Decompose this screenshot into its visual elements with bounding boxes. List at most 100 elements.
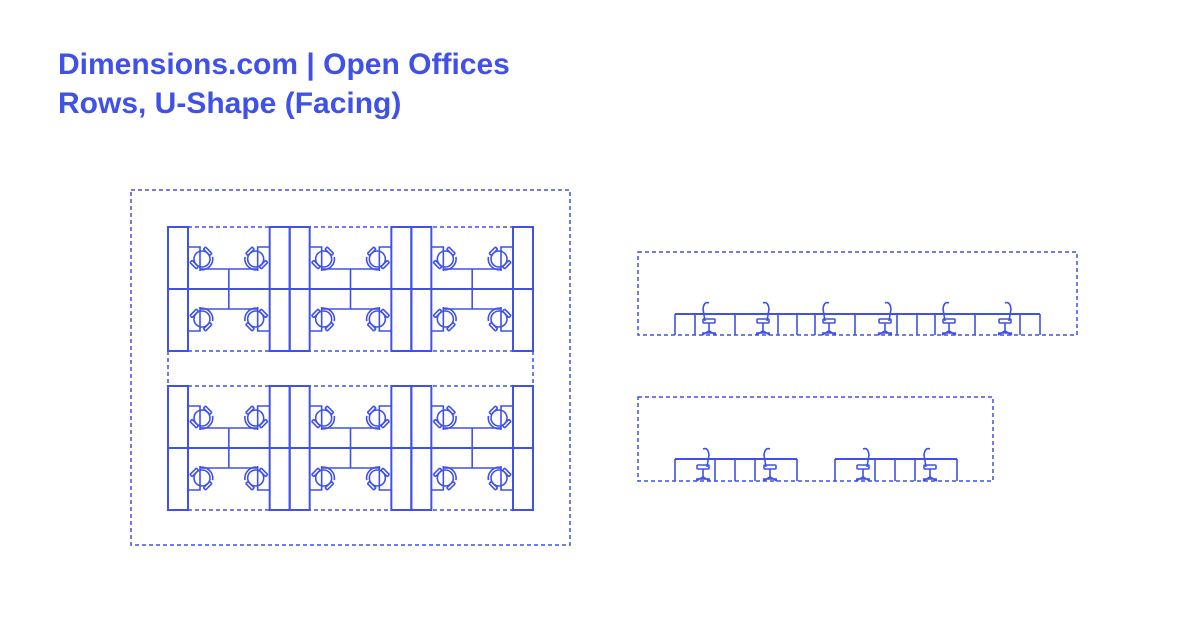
- office-block: [167, 226, 535, 352]
- chair-arm: [446, 322, 456, 332]
- chair-back: [702, 301, 710, 322]
- elevation-long: [637, 251, 1078, 336]
- chair-elevation-icon: [877, 301, 893, 336]
- workstation-unit: [167, 385, 291, 511]
- desk-edge: [256, 246, 270, 271]
- chair-arm: [324, 405, 334, 415]
- chair-back: [487, 307, 502, 322]
- chair-arm: [367, 405, 377, 415]
- chair-icon: [244, 246, 269, 271]
- chair-arm: [488, 322, 498, 332]
- chair-base: [922, 476, 938, 482]
- chair-arm: [311, 308, 321, 318]
- chair-icon: [365, 307, 390, 332]
- chair-base: [695, 476, 711, 482]
- chair-back: [487, 466, 502, 481]
- chair-base: [877, 330, 893, 336]
- chair-arm: [502, 260, 512, 270]
- chair-arm: [432, 260, 443, 270]
- chair-icon: [189, 405, 214, 430]
- chair-back: [822, 301, 830, 322]
- desk-edge: [309, 307, 323, 332]
- chair-arm: [203, 405, 213, 415]
- chair-elevation-icon: [997, 301, 1013, 336]
- desk-edge: [378, 466, 392, 491]
- chair-back: [1004, 301, 1012, 322]
- chair-arm: [380, 467, 390, 477]
- chair-arm: [380, 260, 390, 270]
- chair-back: [487, 256, 502, 271]
- chair-icon: [365, 246, 390, 271]
- chair-back: [365, 415, 380, 430]
- elevation-long-boundary: [637, 251, 1078, 336]
- desk-edge: [378, 307, 392, 332]
- chair-back: [884, 301, 892, 322]
- chair-icon: [189, 307, 214, 332]
- chair-icon: [487, 246, 512, 271]
- chair-back: [487, 415, 502, 430]
- chair-arm: [488, 405, 498, 415]
- desk-edge: [309, 246, 323, 271]
- chair-back: [199, 307, 214, 322]
- chair-icon: [487, 466, 512, 491]
- chair-arm: [432, 308, 443, 318]
- chair-arm: [324, 481, 334, 491]
- chair-icon: [189, 466, 214, 491]
- chair-back: [199, 415, 214, 430]
- chair-arm: [367, 246, 377, 256]
- chair-back: [942, 301, 950, 322]
- chair-base: [941, 330, 957, 336]
- chair-base: [855, 476, 871, 482]
- chair-arm: [311, 260, 321, 270]
- desk-edge: [309, 466, 323, 491]
- page-title: Dimensions.com | Open Offices Rows, U-Sh…: [58, 45, 510, 123]
- desk-edge: [500, 307, 514, 332]
- chair-arm: [446, 405, 456, 415]
- desk-edge: [378, 405, 392, 430]
- chair-arm: [189, 308, 199, 318]
- plan-view: [130, 189, 571, 546]
- chair-icon: [432, 466, 457, 491]
- chair-arm: [432, 419, 443, 429]
- chair-arm: [203, 246, 213, 256]
- chair-icon: [244, 405, 269, 430]
- chair-icon: [244, 307, 269, 332]
- chair-icon: [311, 466, 336, 491]
- chair-arm: [311, 467, 321, 477]
- chair-back: [702, 447, 710, 468]
- desk-edge: [431, 466, 445, 491]
- chair-arm: [367, 322, 377, 332]
- chair-arm: [245, 481, 255, 491]
- chair-base: [701, 330, 717, 336]
- chair-icon: [432, 307, 457, 332]
- chair-back: [443, 466, 457, 481]
- chair-icon: [432, 405, 457, 430]
- chair-elevation-icon: [755, 301, 771, 336]
- chair-arm: [488, 481, 498, 491]
- desk-edge: [431, 307, 445, 332]
- chair-icon: [365, 466, 390, 491]
- chair-icon: [311, 307, 336, 332]
- chair-arm: [367, 481, 377, 491]
- chair-base: [997, 330, 1013, 336]
- chair-icon: [311, 246, 336, 271]
- chair-arm: [311, 419, 321, 429]
- workstation-unit: [288, 385, 413, 511]
- chair-back: [762, 301, 770, 322]
- chair-arm: [324, 246, 334, 256]
- chair-arm: [258, 308, 269, 318]
- chair-arm: [324, 322, 334, 332]
- chair-base: [755, 330, 771, 336]
- chair-arm: [502, 308, 512, 318]
- chair-back: [244, 256, 258, 271]
- chair-back: [763, 447, 771, 468]
- chair-arm: [245, 246, 255, 256]
- workstation-unit: [167, 226, 291, 352]
- workstation-unit: [288, 226, 413, 352]
- chair-arm: [189, 260, 199, 270]
- chair-arm: [245, 322, 255, 332]
- desk-edge: [188, 466, 201, 491]
- desk-edge: [309, 405, 323, 430]
- chair-arm: [446, 246, 456, 256]
